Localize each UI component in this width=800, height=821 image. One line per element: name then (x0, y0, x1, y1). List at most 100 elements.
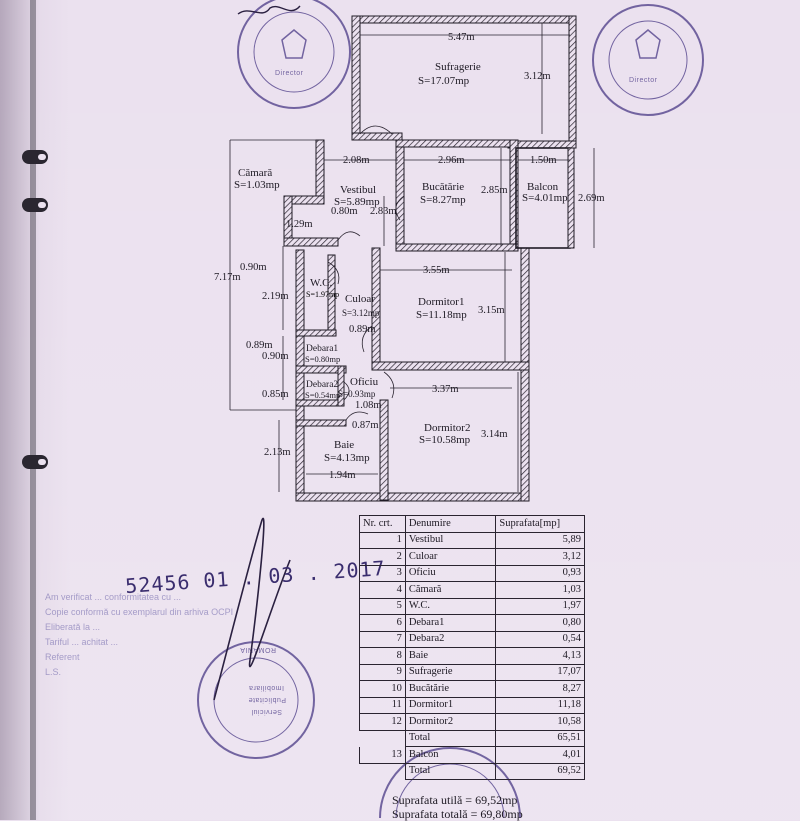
stamp-center-text: Publicitate (248, 696, 286, 703)
row-name: Oficiu (404, 564, 497, 582)
coat-of-arms-icon (635, 29, 661, 59)
cert-line: Eliberată la ... (45, 622, 101, 632)
row-name: Balcon (404, 746, 497, 764)
dim-label: 0.87m (352, 420, 379, 431)
dim-label: 2.19m (262, 291, 289, 302)
room-name: Cămară (238, 167, 272, 179)
row-nr: 9 (359, 663, 406, 681)
walls (283, 15, 577, 502)
room-name: Dormitor2 (424, 422, 470, 434)
cert-line: Copie conformă cu exemplarul din arhiva … (45, 607, 234, 617)
room-labels: Sufragerie S=17.07mp Cămară S=1.03mp Ves… (234, 61, 568, 464)
row-area: 5,89 (495, 531, 585, 549)
header-area: Suprafata[mp] (495, 515, 585, 533)
stamp-top-right: Director (592, 4, 704, 116)
cert-line: Tariful ... achitat ... (45, 637, 119, 647)
header-name: Denumire (404, 515, 497, 533)
room-area: S=0.54mp (305, 390, 340, 400)
row-name: W.C. (404, 597, 497, 615)
room-name: Baie (334, 439, 354, 451)
row-name: Sufragerie (404, 663, 497, 681)
room-area: S=4.01mp (522, 192, 568, 204)
dim-label: 7.17m (214, 272, 241, 283)
row-nr: 10 (359, 680, 406, 698)
room-name: Sufragerie (435, 61, 481, 73)
signature (213, 5, 301, 701)
total-area: Suprafata totală = 69,80mp (392, 807, 523, 821)
row-name: Dormitor2 (404, 713, 497, 731)
binder-ring (22, 198, 48, 212)
dim-label: 1.08m (355, 400, 382, 411)
dim-label: 0.89m (349, 324, 376, 335)
row-area: 0,54 (495, 630, 585, 648)
dim-label: 0.89m (246, 340, 273, 351)
room-name: Bucătărie (422, 181, 464, 193)
row-nr: 8 (359, 647, 406, 665)
dim-label: 2.83m (370, 206, 397, 217)
row-nr: 12 (359, 713, 406, 731)
dim-label: 3.15m (478, 305, 505, 316)
room-name: Debara2 (306, 380, 338, 390)
usable-area: Suprafata utilă = 69,52mp (392, 793, 518, 807)
coat-of-arms-icon (281, 29, 307, 59)
room-name: Dormitor1 (418, 296, 464, 308)
doors (327, 125, 405, 421)
row-nr: 7 (359, 630, 406, 648)
cert-line: Referent (45, 652, 80, 662)
stamp-center-text: Director (629, 77, 658, 84)
row-area: 4,01 (495, 746, 585, 764)
room-name: Vestibul (340, 184, 376, 196)
row-area: 1,97 (495, 597, 585, 615)
row-area: 4,13 (495, 647, 585, 665)
dim-label: 1.29m (286, 219, 313, 230)
certification-block: Am verificat ... conformitatea cu ... Co… (45, 590, 335, 680)
row-name: Bucătărie (404, 680, 497, 698)
room-name: Oficiu (350, 376, 379, 388)
row-nr: 13 (359, 746, 406, 764)
dim-label: 2.85m (481, 185, 508, 196)
dim-label: 0.80m (331, 206, 358, 217)
stamp-center-text: Director (275, 70, 304, 77)
row-area: 10,58 (495, 713, 585, 731)
dim-label: 2.96m (438, 155, 465, 166)
dim-label: 2.08m (343, 155, 370, 166)
stamp-center-text: Serviciul (251, 708, 282, 715)
room-name: Culoar (345, 293, 375, 305)
header-nr: Nr. crt. (359, 515, 406, 533)
stamp-center-text: Imobiliara (249, 684, 284, 691)
dim-label: 3.12m (524, 71, 551, 82)
dim-label: 1.50m (530, 155, 557, 166)
row-nr: 5 (359, 597, 406, 615)
dim-label: 1.94m (329, 470, 356, 481)
row-name: Baie (404, 647, 497, 665)
row-area: 69,52 (495, 762, 585, 780)
room-area: S=17.07mp (418, 75, 470, 87)
row-area: 65,51 (495, 729, 585, 747)
table-header-row: Nr. crt. Denumire Suprafata[mp] (359, 515, 585, 533)
row-nr: 2 (359, 548, 406, 566)
dim-label: 5.47m (448, 32, 475, 43)
row-nr: 6 (359, 614, 406, 632)
row-area: 0,80 (495, 614, 585, 632)
row-nr: 4 (359, 581, 406, 599)
dim-label: 0.90m (262, 351, 289, 362)
row-name: Debara2 (404, 630, 497, 648)
dimension-labels: 5.47m 3.12m 2.08m 2.96m 1.50m 2.85m 2.69… (214, 32, 605, 481)
dim-label: 3.55m (423, 265, 450, 276)
row-nr: 3 (359, 564, 406, 582)
room-area: S=8.27mp (420, 194, 466, 206)
row-nr (359, 729, 406, 747)
dim-label: 2.69m (578, 193, 605, 204)
binder-ring (22, 150, 48, 164)
dim-label: 0.85m (262, 389, 289, 400)
